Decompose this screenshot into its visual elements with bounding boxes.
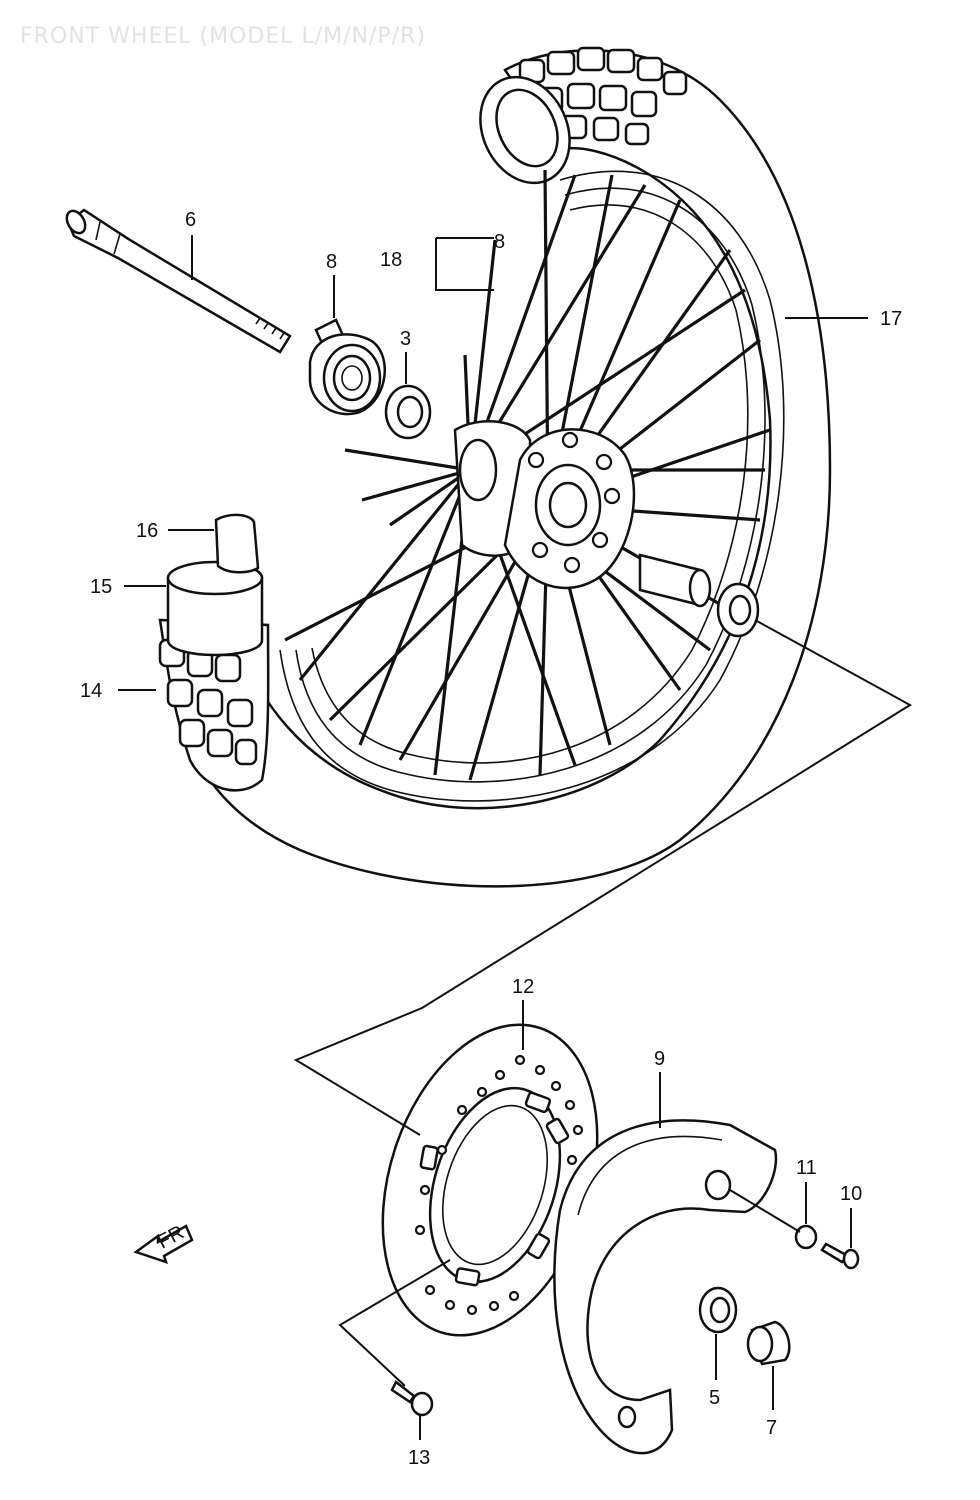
callout-3: 3	[400, 328, 411, 350]
callout-18: 18	[380, 249, 402, 271]
callout-13: 13	[408, 1447, 430, 1469]
callout-15: 15	[90, 576, 112, 598]
leader-lines	[118, 235, 912, 1440]
brake-disc	[381, 1023, 599, 1337]
callout-18-sub: 8	[494, 231, 505, 253]
axle	[65, 208, 292, 354]
hub	[453, 420, 636, 590]
front-direction-arrow-icon: FR	[133, 1221, 194, 1264]
diagram-title: FRONT WHEEL (MODEL L/M/N/P/R)	[20, 24, 426, 49]
nut-11	[794, 1224, 818, 1250]
screw-13	[390, 1380, 434, 1417]
callout-7: 7	[766, 1417, 777, 1439]
callout-6: 6	[185, 209, 196, 231]
callout-11: 11	[796, 1157, 817, 1179]
tire	[158, 46, 832, 888]
speedometer-gearbox	[308, 318, 386, 416]
seal-5	[698, 1286, 738, 1334]
callout-16: 16	[136, 520, 158, 542]
callout-9: 9	[654, 1048, 665, 1070]
callout-8: 8	[326, 251, 337, 273]
disc-guard	[553, 1119, 778, 1455]
callout-17: 17	[880, 308, 902, 330]
rim	[279, 170, 785, 802]
spacer-7	[746, 1320, 791, 1366]
callout-10: 10	[840, 1183, 862, 1205]
bearing-3	[384, 384, 432, 440]
callout-5: 5	[709, 1387, 720, 1409]
spacer	[638, 553, 712, 608]
bolt-10	[820, 1242, 860, 1270]
callout-labels: 6 8 18 8 3 17 16 15 14 12 9 11 10 5 7 13	[80, 209, 902, 1469]
tread-bottom	[158, 638, 258, 766]
callout-12: 12	[512, 976, 534, 998]
callout-14: 14	[80, 680, 102, 702]
bearing-right	[716, 582, 760, 638]
